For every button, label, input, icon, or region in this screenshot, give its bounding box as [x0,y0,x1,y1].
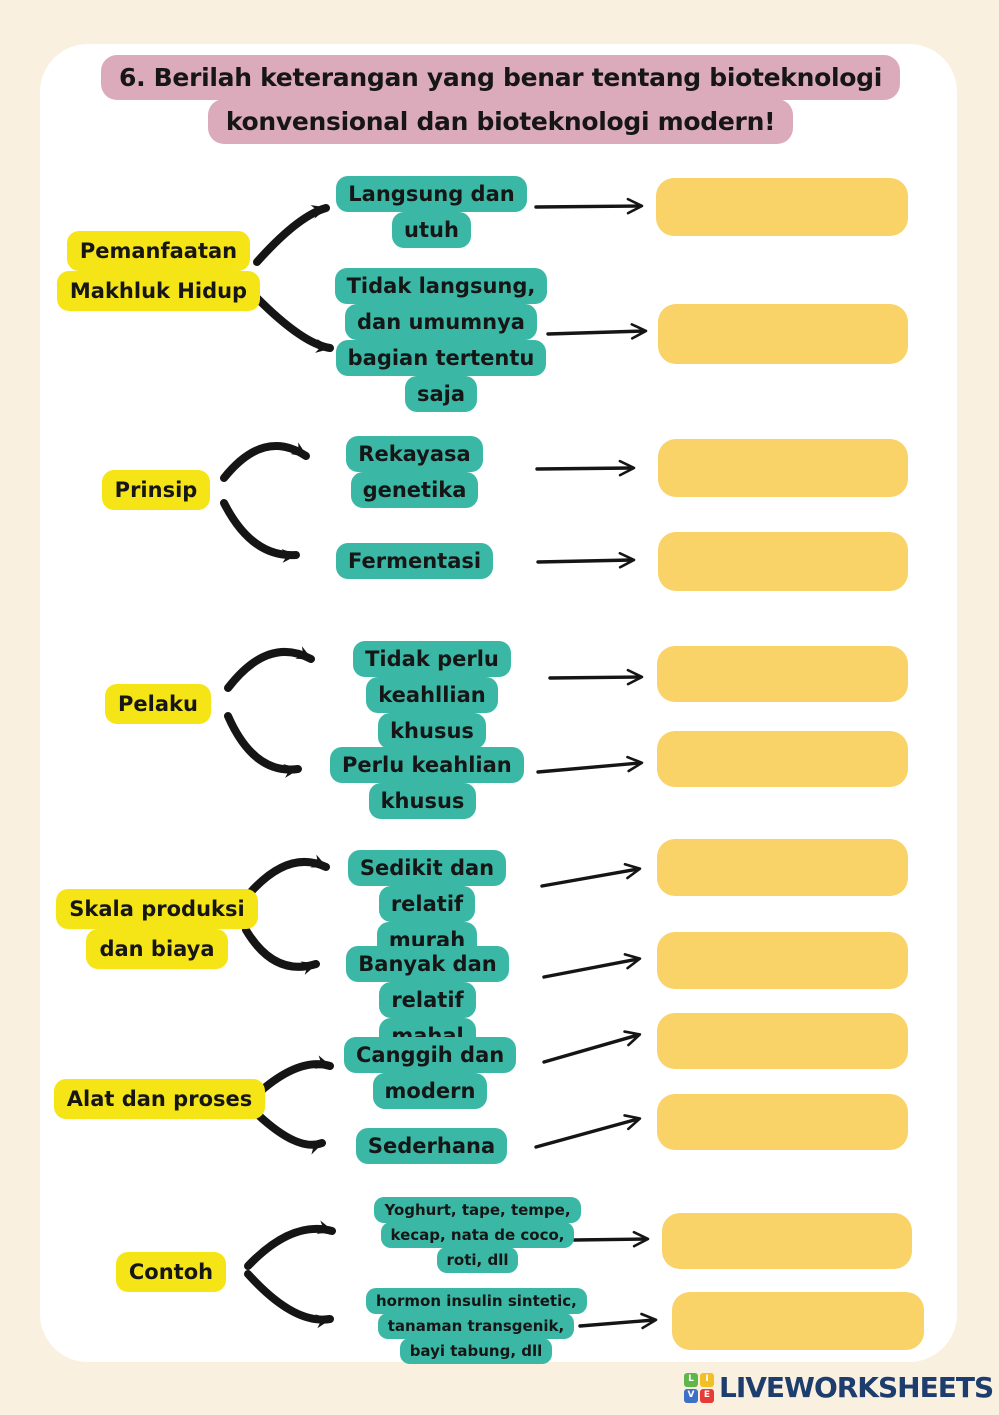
option-line: saja [416,382,466,406]
section-label-alat-proses: Alat dan proses [52,1079,267,1119]
option-line: keahllian khusus [378,683,486,743]
label-line: Contoh [128,1260,214,1284]
option-line: Yoghurt, tape, tempe, [384,1201,571,1219]
answer-input-5a[interactable] [657,1013,908,1069]
option-box-rekayasa: Rekayasa genetika [342,436,487,508]
question-line: konvensional dan bioteknologi modern! [225,107,776,136]
option-line: Rekayasa [358,442,471,466]
answer-input-4a[interactable] [657,839,908,896]
liveworksheets-logo-icon: L I V E [684,1372,714,1403]
label-line: Makhluk Hidup [69,279,248,303]
option-line: tanaman transgenik, [387,1317,565,1335]
question-line: 6. Berilah keterangan yang benar tentang… [118,63,883,92]
logo-square-i: I [700,1372,714,1387]
option-box-tidak-langsung: Tidak langsung, dan umumnya bagian tertent… [326,268,556,412]
answer-input-4b[interactable] [657,932,908,989]
option-line: relatif murah [388,892,466,952]
option-line: hormon insulin sintetic, [376,1292,577,1310]
option-box-perlu-keahlian: Perlu keahlian khusus [330,747,524,819]
logo-text: LIVEWORKSHEETS [719,1371,994,1404]
answer-input-2a[interactable] [658,439,908,497]
label-line: Pemanfaatan [79,239,238,263]
option-box-tidak-perlu-keahlian: Tidak perlu keahllian khusus [322,641,542,749]
label-line: Alat dan proses [66,1087,253,1111]
answer-input-6a[interactable] [662,1213,912,1269]
option-box-sedikit-murah: Sedikit dan relatif murah [342,850,512,958]
answer-input-3a[interactable] [657,646,908,702]
option-box-canggih-modern: Canggih dan modern [344,1037,517,1109]
option-line: dan umumnya [357,310,525,334]
option-line: khusus [380,789,465,813]
logo-square-v: V [684,1388,698,1403]
option-line: utuh [404,218,459,242]
label-line: Skala produksi [69,897,245,921]
label-line: Prinsip [114,478,198,502]
option-box-sederhana: Sederhana [354,1128,509,1164]
option-line: Langsung dan [348,182,515,206]
option-box-fermentasi: Fermentasi [336,543,494,579]
answer-input-2b[interactable] [658,532,908,591]
liveworksheets-logo: L I V E LIVEWORKSHEETS [684,1371,994,1404]
section-label-skala-produksi: Skala produksi dan biaya [52,889,262,969]
answer-input-3b[interactable] [657,731,908,787]
option-box-contoh-modern: hormon insulin sintetic, tanaman transgen… [366,1288,587,1364]
option-line: bagian tertentu [347,346,535,370]
answer-input-1a[interactable] [656,178,908,236]
option-line: Perlu keahlian [342,753,512,777]
label-line: Pelaku [118,692,198,716]
section-label-prinsip: Prinsip [96,470,216,510]
answer-input-6b[interactable] [672,1292,924,1350]
option-line: Fermentasi [348,549,482,573]
option-line: modern [384,1079,476,1103]
logo-square-l: L [684,1372,698,1387]
option-box-langsung: Langsung dan utuh [334,176,529,248]
option-line: kecap, nata de coco, [390,1226,565,1244]
logo-square-e: E [700,1388,714,1403]
section-label-pelaku: Pelaku [98,684,218,724]
option-line: Tidak langsung, [346,274,536,298]
option-line: Sedikit dan [359,856,495,880]
option-line: bayi tabung, dll [409,1342,543,1360]
label-line: dan biaya [99,937,215,961]
option-line: genetika [362,478,467,502]
section-label-contoh: Contoh [106,1252,236,1292]
question-header: 6. Berilah keterangan yang benar tentang… [78,55,923,144]
option-line: Banyak dan [358,952,497,976]
option-line: roti, dll [446,1251,509,1269]
answer-input-5b[interactable] [657,1094,908,1150]
option-line: Canggih dan [356,1043,505,1067]
option-line: Sederhana [367,1134,496,1158]
answer-input-1b[interactable] [658,304,908,364]
option-line: Tidak perlu [365,647,499,671]
option-box-contoh-konvensional: Yoghurt, tape, tempe, kecap, nata de coco… [370,1197,585,1273]
